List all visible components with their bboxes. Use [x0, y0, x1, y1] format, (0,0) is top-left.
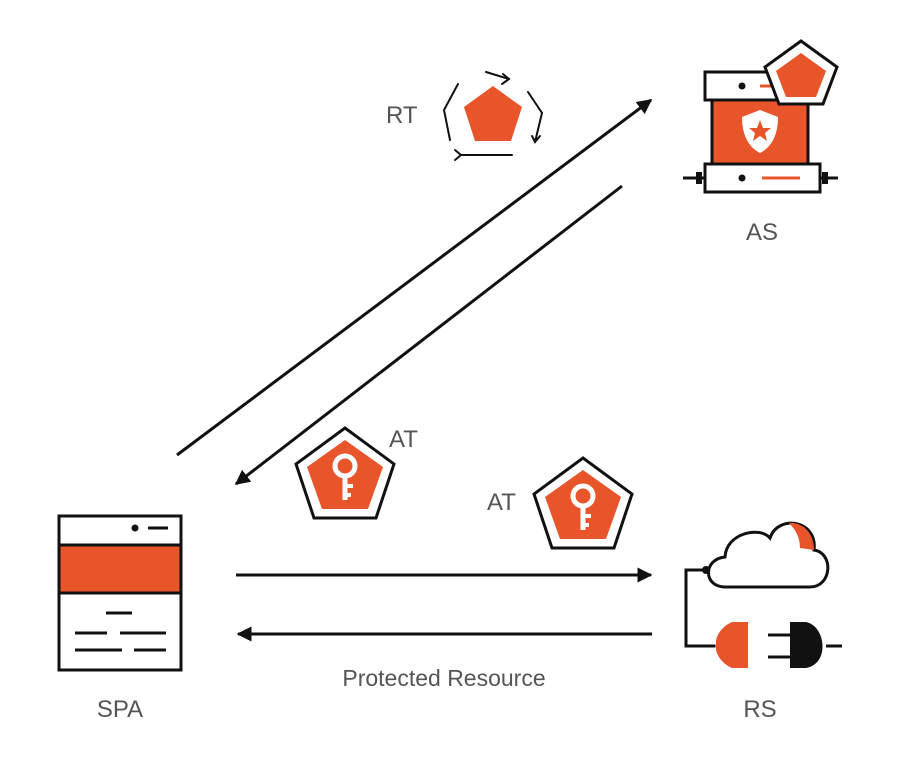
resource-server-icon	[684, 521, 842, 668]
rs-label: RS	[743, 696, 776, 723]
spa-to-as-arrow	[176, 98, 653, 457]
at-label-top: AT	[389, 426, 418, 453]
rt-label: RT	[386, 102, 418, 129]
access-token-icon-top	[294, 426, 396, 520]
spa-label: SPA	[97, 696, 143, 723]
auth-server-icon	[683, 39, 839, 194]
spa-browser-icon	[57, 514, 183, 672]
refresh-token-icon	[442, 71, 544, 161]
as-label: AS	[746, 219, 778, 246]
as-to-spa-arrow	[234, 184, 623, 486]
access-token-icon-bottom	[532, 456, 634, 550]
at-label-bottom: AT	[487, 489, 516, 516]
protected-resource-label: Protected Resource	[342, 665, 545, 691]
